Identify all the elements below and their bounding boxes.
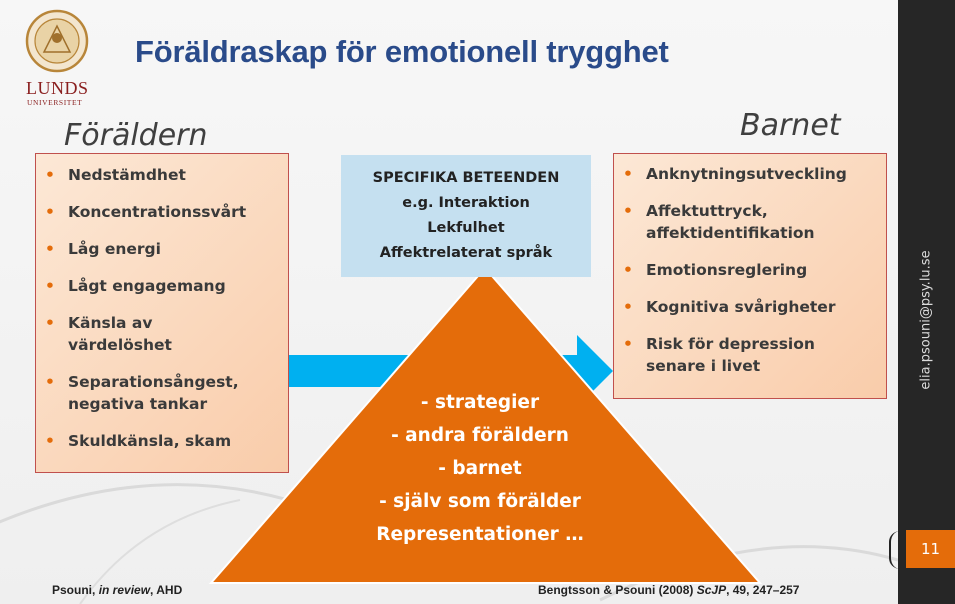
citation-right: Bengtsson & Psouni (2008) ScJP, 49, 247–… xyxy=(538,583,800,597)
author-email: elia.psouni@psy.lu.se xyxy=(918,250,934,390)
triangle-line: - strategier xyxy=(420,392,540,413)
citation-left: Psouni, in review, AHD xyxy=(52,583,183,597)
specific-behaviors-box: SPECIFIKA BETEENDEN e.g. Interaktion Lek… xyxy=(341,155,591,277)
list-item: •Kognitiva svårigheter xyxy=(623,298,836,316)
child-outcomes-box: •Anknytningsutveckling •Affektuttryck, a… xyxy=(613,153,887,399)
slide: LUNDS UNIVERSITET Föräldraskap för emoti… xyxy=(0,0,898,604)
specific-behaviors-line: Affektrelaterat språk xyxy=(379,245,553,261)
slide-sidebar xyxy=(898,0,955,604)
specific-behaviors-title: SPECIFIKA BETEENDEN xyxy=(372,170,560,186)
specific-behaviors-line: Lekfulhet xyxy=(427,220,505,236)
list-item: •Lågt engagemang xyxy=(45,277,226,295)
list-item: •Risk för depression senare i livet xyxy=(623,335,815,375)
parent-symptoms-box: •Nedstämdhet •Koncentrationssvårt •Låg e… xyxy=(35,153,289,473)
list-item: •Låg energi xyxy=(45,240,161,258)
page-number: 11 xyxy=(920,540,941,558)
list-item: •Koncentrationssvårt xyxy=(45,203,247,221)
diagram-shapes xyxy=(208,266,763,584)
page-number-bracket xyxy=(889,531,900,569)
svg-text:UNIVERSITET: UNIVERSITET xyxy=(27,98,82,107)
list-item: •Anknytningsutveckling xyxy=(623,165,847,183)
page-number-badge: 11 xyxy=(906,530,955,568)
triangle-line: - själv som förälder xyxy=(379,491,581,512)
list-item: •Nedstämdhet xyxy=(45,166,186,184)
triangle-line: - andra föräldern xyxy=(391,425,569,446)
lund-university-logo: LUNDS UNIVERSITET xyxy=(24,8,100,108)
svg-text:LUNDS: LUNDS xyxy=(26,78,89,98)
slide-title: Föräldraskap för emotionell trygghet xyxy=(135,34,669,69)
right-heading: Barnet xyxy=(740,108,841,143)
orange-triangle xyxy=(208,266,763,584)
representations-list: - strategier - andra föräldern - barnet … xyxy=(290,386,670,551)
triangle-line: Representationer … xyxy=(376,524,584,545)
list-item: •Separationsångest, negativa tankar xyxy=(45,373,239,413)
list-item: •Känsla av värdelöshet xyxy=(45,314,172,354)
list-item: •Skuldkänsla, skam xyxy=(45,432,232,450)
university-seal-icon: LUNDS UNIVERSITET xyxy=(25,9,89,107)
list-item: •Affektuttryck, affektidentifikation xyxy=(623,202,815,242)
list-item: •Emotionsreglering xyxy=(623,261,808,279)
triangle-line: - barnet xyxy=(438,458,522,479)
left-heading: Föräldern xyxy=(64,118,208,153)
specific-behaviors-line: e.g. Interaktion xyxy=(402,195,530,211)
